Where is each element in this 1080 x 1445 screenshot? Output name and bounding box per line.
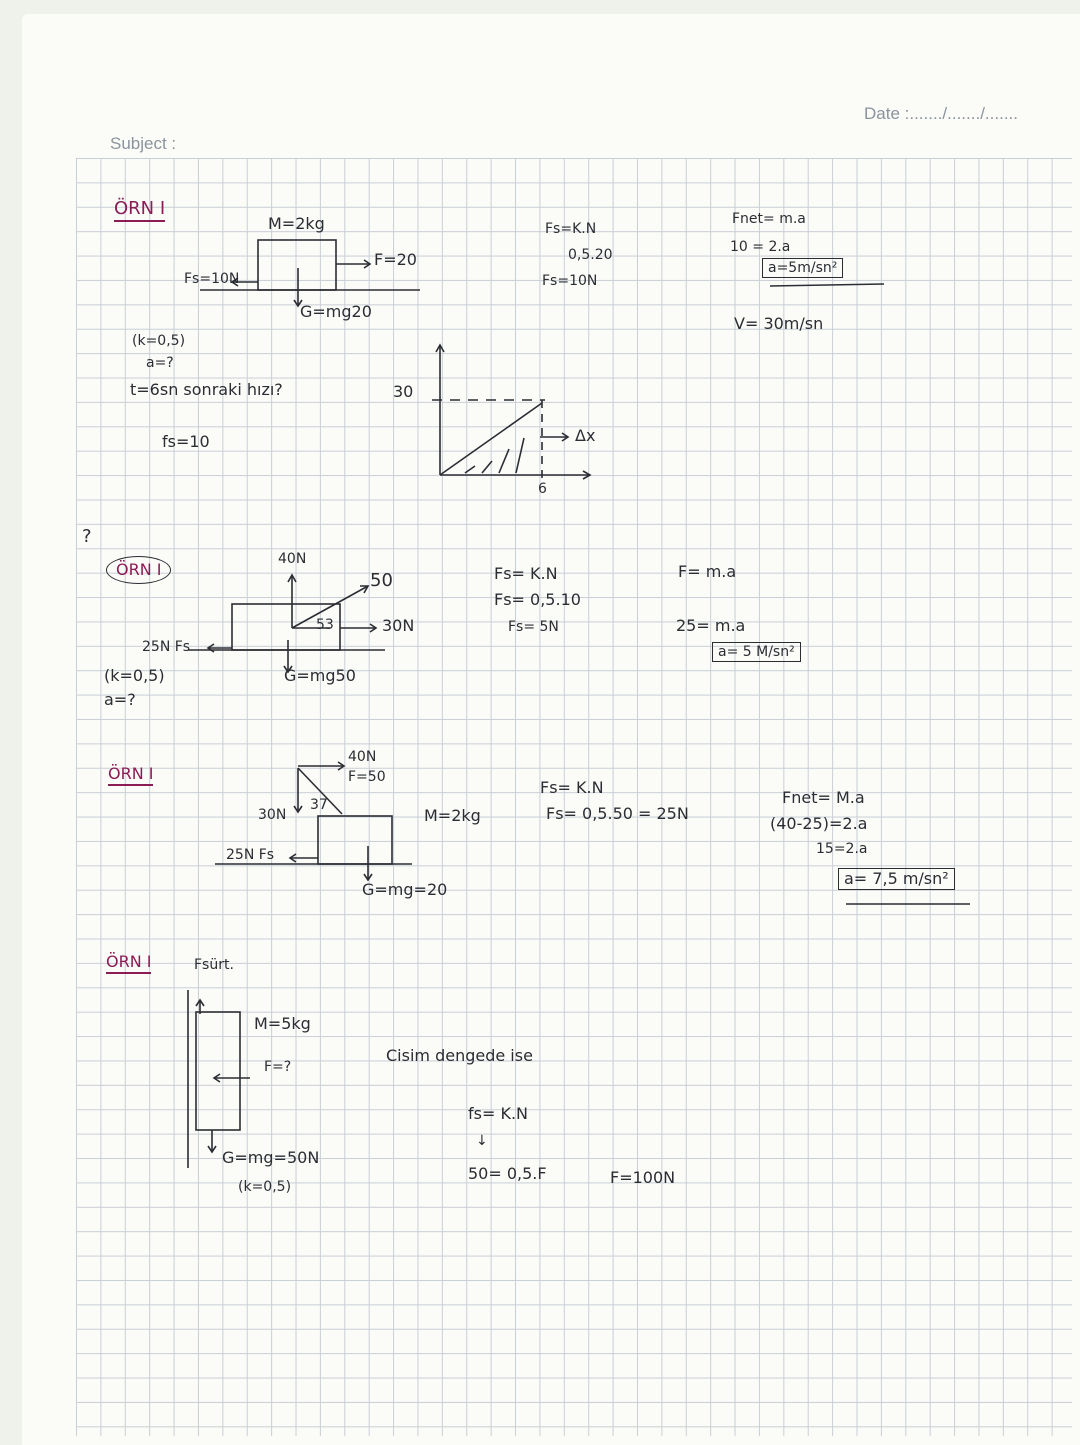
ex2-friction: 25N Fs bbox=[142, 639, 191, 655]
ex2-calc-2: Fs= 0,5.10 bbox=[494, 590, 581, 609]
ex2-question-mark: ? bbox=[82, 526, 92, 547]
ex4-calc-2: 50= 0,5.F bbox=[468, 1164, 547, 1183]
ex3-angle-line bbox=[297, 767, 343, 815]
ex1-t-question: t=6sn sonraki hızı? bbox=[130, 380, 283, 399]
ex2-net-result: a= 5 M/sn² bbox=[712, 642, 801, 662]
ex3-title: ÖRN I bbox=[108, 766, 154, 786]
ex1-net-1: Fnet= m.a bbox=[732, 211, 806, 227]
ex3-angle: 37 bbox=[310, 797, 328, 813]
ex2-weight: G=mg50 bbox=[284, 666, 356, 685]
ex2-angle: 53 bbox=[316, 617, 334, 633]
ex1-block bbox=[257, 239, 337, 291]
graph-dx-label: Δx bbox=[575, 426, 596, 445]
ex3-top-force: 40N bbox=[348, 749, 377, 765]
ex3-net-1: Fnet= M.a bbox=[782, 788, 865, 807]
grid-lines bbox=[76, 158, 1072, 1436]
ex3-net-2: (40-25)=2.a bbox=[770, 814, 868, 833]
ex2-calc-1: Fs= K.N bbox=[494, 564, 558, 583]
ex2-up-force: 40N bbox=[278, 551, 307, 567]
ex1-force: F=20 bbox=[374, 250, 417, 269]
ex4-mass: M=5kg bbox=[254, 1014, 311, 1033]
ex2-k: (k=0,5) bbox=[104, 666, 165, 685]
ex3-net-result: a= 7,5 m/sn² bbox=[838, 868, 955, 890]
ex1-calc-3: Fs=10N bbox=[542, 273, 598, 289]
ex4-force: F=? bbox=[264, 1059, 292, 1075]
graph-line bbox=[439, 402, 543, 476]
ex4-result: F=100N bbox=[610, 1168, 676, 1187]
ex2-calc-3: Fs= 5N bbox=[508, 619, 559, 635]
ex2-title: ÖRN I bbox=[106, 556, 172, 584]
ex4-block bbox=[195, 1011, 241, 1131]
ex2-angle-force: 50 bbox=[370, 570, 393, 591]
graph-y-label: 30 bbox=[393, 382, 414, 401]
ex1-a-question: a=? bbox=[146, 355, 174, 371]
ex3-calc-2: Fs= 0,5.50 = 25N bbox=[546, 804, 689, 823]
ex4-weight: G=mg=50N bbox=[222, 1148, 320, 1167]
ex2-net-2: 25= m.a bbox=[676, 616, 746, 635]
graph-hatch bbox=[464, 437, 525, 474]
ex1-calc-1: Fs=K.N bbox=[545, 221, 597, 237]
ex1-net-2: 10 = 2.a bbox=[730, 239, 791, 255]
ex3-force: F=50 bbox=[348, 769, 386, 785]
ex1-weight: G=mg20 bbox=[300, 302, 372, 321]
ex1-fs-value: fs=10 bbox=[162, 432, 210, 451]
ex1-friction: Fs=10N bbox=[184, 271, 240, 287]
ex4-friction: Fsürt. bbox=[194, 957, 234, 973]
ex1-velocity: V= 30m/sn bbox=[734, 314, 824, 333]
ex1-calc-2: 0,5.20 bbox=[568, 247, 613, 263]
ex2-angle-arrow bbox=[291, 585, 369, 629]
subject-label: Subject : bbox=[110, 134, 177, 153]
ex4-title: ÖRN I bbox=[106, 954, 152, 974]
ex3-block bbox=[317, 815, 393, 865]
date-label: Date :......./......./....... bbox=[864, 104, 1018, 123]
ex1-mass: M=2kg bbox=[268, 214, 325, 233]
ex3-mass: M=2kg bbox=[424, 806, 481, 825]
ex4-k: (k=0,5) bbox=[238, 1179, 292, 1195]
graph-x-label: 6 bbox=[538, 481, 547, 497]
ex3-calc-1: Fs= K.N bbox=[540, 778, 604, 797]
ex2-a-question: a=? bbox=[104, 690, 136, 709]
ex4-calc-1: fs= K.N bbox=[468, 1104, 529, 1123]
ex1-k: (k=0,5) bbox=[132, 333, 186, 349]
ex3-weight: G=mg=20 bbox=[362, 880, 448, 899]
ex2-net-1: F= m.a bbox=[678, 562, 737, 581]
ex3-net-3: 15=2.a bbox=[816, 841, 868, 857]
ex2-horiz-force: 30N bbox=[382, 616, 415, 635]
ex4-equilibrium: Cisim dengede ise bbox=[386, 1046, 533, 1065]
ex1-title: ÖRN I bbox=[114, 200, 166, 222]
ex1-net-result: a=5m/sn² bbox=[762, 258, 844, 278]
ex3-friction: 25N Fs bbox=[226, 847, 275, 863]
ex3-down-force: 30N bbox=[258, 807, 287, 823]
ex4-arrow: ↓ bbox=[476, 1133, 488, 1149]
